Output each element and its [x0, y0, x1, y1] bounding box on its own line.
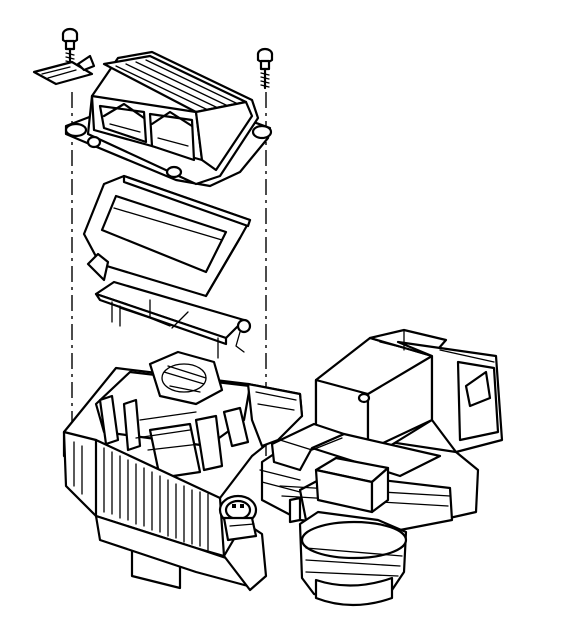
hvac-module-housing — [62, 350, 304, 592]
screw-top-left — [61, 27, 79, 70]
upper-vent-cover — [64, 50, 273, 188]
filter-frame — [82, 174, 252, 298]
harness-connector — [218, 494, 258, 542]
screw-top-right — [256, 47, 274, 90]
blower-motor-housing — [259, 328, 504, 532]
blower-motor — [298, 510, 408, 607]
retaining-clip — [32, 54, 96, 86]
filter-element — [86, 252, 252, 359]
